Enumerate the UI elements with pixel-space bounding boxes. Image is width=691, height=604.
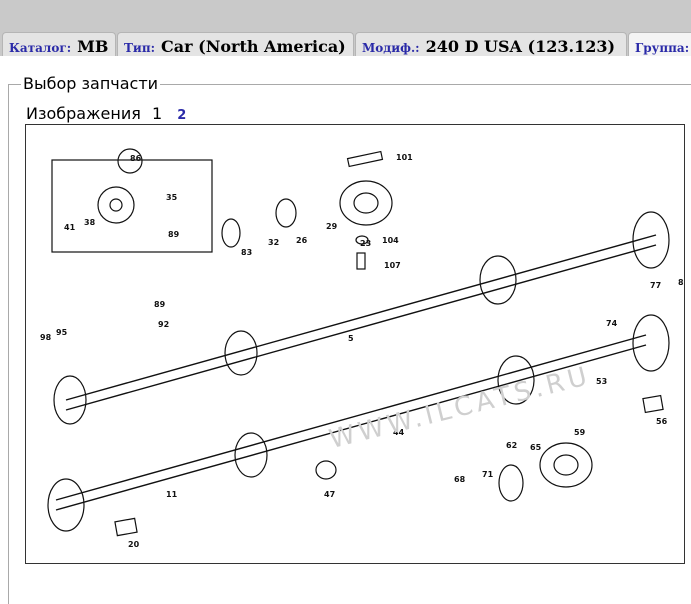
tab-strip: Каталог: MB Тип: Car (North America) Модиф… bbox=[0, 32, 691, 56]
callout-20[interactable]: 20 bbox=[128, 540, 140, 549]
part-selection-legend: Выбор запчасти bbox=[21, 74, 161, 93]
tab-catalog-label: Каталог: bbox=[9, 41, 72, 55]
callout-47[interactable]: 47 bbox=[324, 490, 335, 499]
images-pager: Изображения 1 2 bbox=[26, 104, 186, 123]
callout-77[interactable]: 77 bbox=[650, 281, 661, 290]
callout-95[interactable]: 95 bbox=[56, 328, 68, 337]
callout-11[interactable]: 11 bbox=[166, 490, 178, 499]
callout-41[interactable]: 41 bbox=[64, 223, 76, 232]
callout-107[interactable]: 107 bbox=[384, 261, 401, 270]
part-selection-fieldset bbox=[8, 84, 691, 604]
top-bar bbox=[0, 0, 691, 32]
tab-group[interactable]: Группа: bbox=[628, 32, 691, 56]
callout-68[interactable]: 68 bbox=[454, 475, 466, 484]
tab-modification-label: Модиф.: bbox=[362, 41, 420, 55]
callout-38[interactable]: 38 bbox=[84, 218, 96, 227]
tab-catalog-value: MB bbox=[77, 37, 109, 56]
image-page-link-2[interactable]: 2 bbox=[177, 108, 187, 123]
images-label: Изображения bbox=[26, 104, 141, 123]
callout-44[interactable]: 44 bbox=[393, 428, 405, 437]
parts-diagram[interactable]: 86 35 38 41 89 101 83 32 26 29 23 104 107 89 92 95 98 5 74… bbox=[25, 124, 685, 564]
tab-group-label: Группа: bbox=[635, 41, 690, 55]
callout-62[interactable]: 62 bbox=[506, 441, 517, 450]
inset-box bbox=[51, 159, 213, 253]
callout-86[interactable]: 86 bbox=[130, 154, 142, 163]
image-page-current: 1 bbox=[151, 104, 163, 123]
tab-catalog[interactable]: Каталог: MB bbox=[2, 32, 116, 56]
callout-26[interactable]: 26 bbox=[296, 236, 308, 245]
callout-92[interactable]: 92 bbox=[158, 320, 169, 329]
callout-5[interactable]: 5 bbox=[348, 334, 354, 343]
callout-104[interactable]: 104 bbox=[382, 236, 399, 245]
callout-80[interactable]: 80 bbox=[678, 278, 685, 287]
callout-32[interactable]: 32 bbox=[268, 238, 279, 247]
tab-type-label: Тип: bbox=[124, 41, 156, 55]
callout-71[interactable]: 71 bbox=[482, 470, 494, 479]
tab-type[interactable]: Тип: Car (North America) bbox=[117, 32, 354, 56]
callout-23[interactable]: 23 bbox=[360, 239, 371, 248]
callout-65[interactable]: 65 bbox=[530, 443, 542, 452]
parts-diagram-drawing: 86 35 38 41 89 101 83 32 26 29 23 104 107 89 92 95 98 5 74… bbox=[40, 148, 685, 549]
callout-89[interactable]: 89 bbox=[154, 300, 166, 309]
tab-modification[interactable]: Модиф.: 240 D USA (123.123) bbox=[355, 32, 627, 56]
callout-83[interactable]: 83 bbox=[241, 248, 252, 257]
callout-29[interactable]: 29 bbox=[326, 222, 338, 231]
callout-35[interactable]: 35 bbox=[166, 193, 178, 202]
callout-98[interactable]: 98 bbox=[40, 333, 52, 342]
callout-53[interactable]: 53 bbox=[596, 377, 607, 386]
callout-56[interactable]: 56 bbox=[656, 417, 668, 426]
callout-74[interactable]: 74 bbox=[606, 319, 618, 328]
callout-89[interactable]: 89 bbox=[168, 230, 180, 239]
tab-modification-value: 240 D USA (123.123) bbox=[425, 37, 616, 56]
callout-101[interactable]: 101 bbox=[396, 153, 413, 162]
callout-59[interactable]: 59 bbox=[574, 428, 586, 437]
tab-type-value: Car (North America) bbox=[161, 37, 346, 56]
